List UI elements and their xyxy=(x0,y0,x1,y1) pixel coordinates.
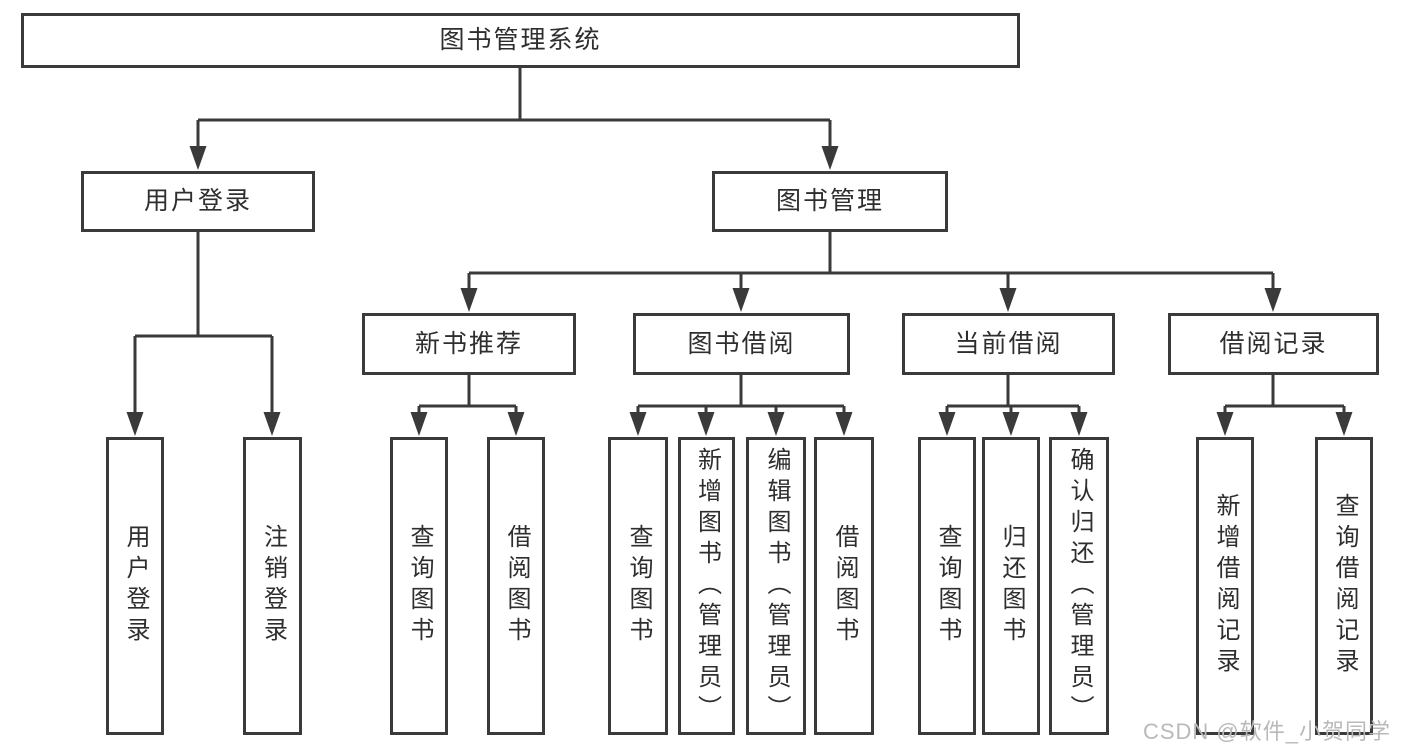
connector-new-book-split xyxy=(417,375,518,416)
node-new-book-recommend: 新书推荐 xyxy=(362,313,576,375)
connector-book-mgmt-split xyxy=(467,232,1275,292)
node-root: 图书管理系统 xyxy=(21,13,1020,68)
node-borrow-records: 借阅记录 xyxy=(1168,313,1379,375)
node-book-borrow: 图书借阅 xyxy=(633,313,850,375)
node-current-borrow: 当前借阅 xyxy=(902,313,1115,375)
connector-root-split xyxy=(196,68,832,150)
connector-user-login-split xyxy=(133,232,274,416)
leaf-add-borrow-record: 新增借阅记录 xyxy=(1196,437,1254,735)
leaf-return-books: 归还图书 xyxy=(982,437,1040,735)
leaf-add-books-admin: 新增图书（管理员） xyxy=(678,437,735,735)
node-user-login: 用户登录 xyxy=(81,171,315,232)
leaf-query-books-current: 查询图书 xyxy=(918,437,976,735)
connector-current-borrow-split xyxy=(945,375,1081,416)
leaf-logout: 注销登录 xyxy=(243,437,302,735)
connector-book-borrow-split xyxy=(636,375,846,416)
arrowheads xyxy=(126,146,1353,436)
watermark: CSDN @软件_小贺同学 xyxy=(1142,719,1391,744)
leaf-query-books-recommend: 查询图书 xyxy=(390,437,448,735)
leaf-query-borrow-record: 查询借阅记录 xyxy=(1315,437,1373,735)
node-book-management: 图书管理 xyxy=(712,171,948,232)
leaf-user-login: 用户登录 xyxy=(106,437,164,735)
leaf-borrow-books-recommend: 借阅图书 xyxy=(487,437,545,735)
leaf-edit-books-admin: 编辑图书（管理员） xyxy=(746,437,806,735)
connector-borrow-records-split xyxy=(1223,375,1346,416)
leaf-query-books-borrow: 查询图书 xyxy=(608,437,668,735)
leaf-confirm-return-admin: 确认归还（管理员） xyxy=(1049,437,1109,735)
leaf-borrow-books: 借阅图书 xyxy=(814,437,874,735)
